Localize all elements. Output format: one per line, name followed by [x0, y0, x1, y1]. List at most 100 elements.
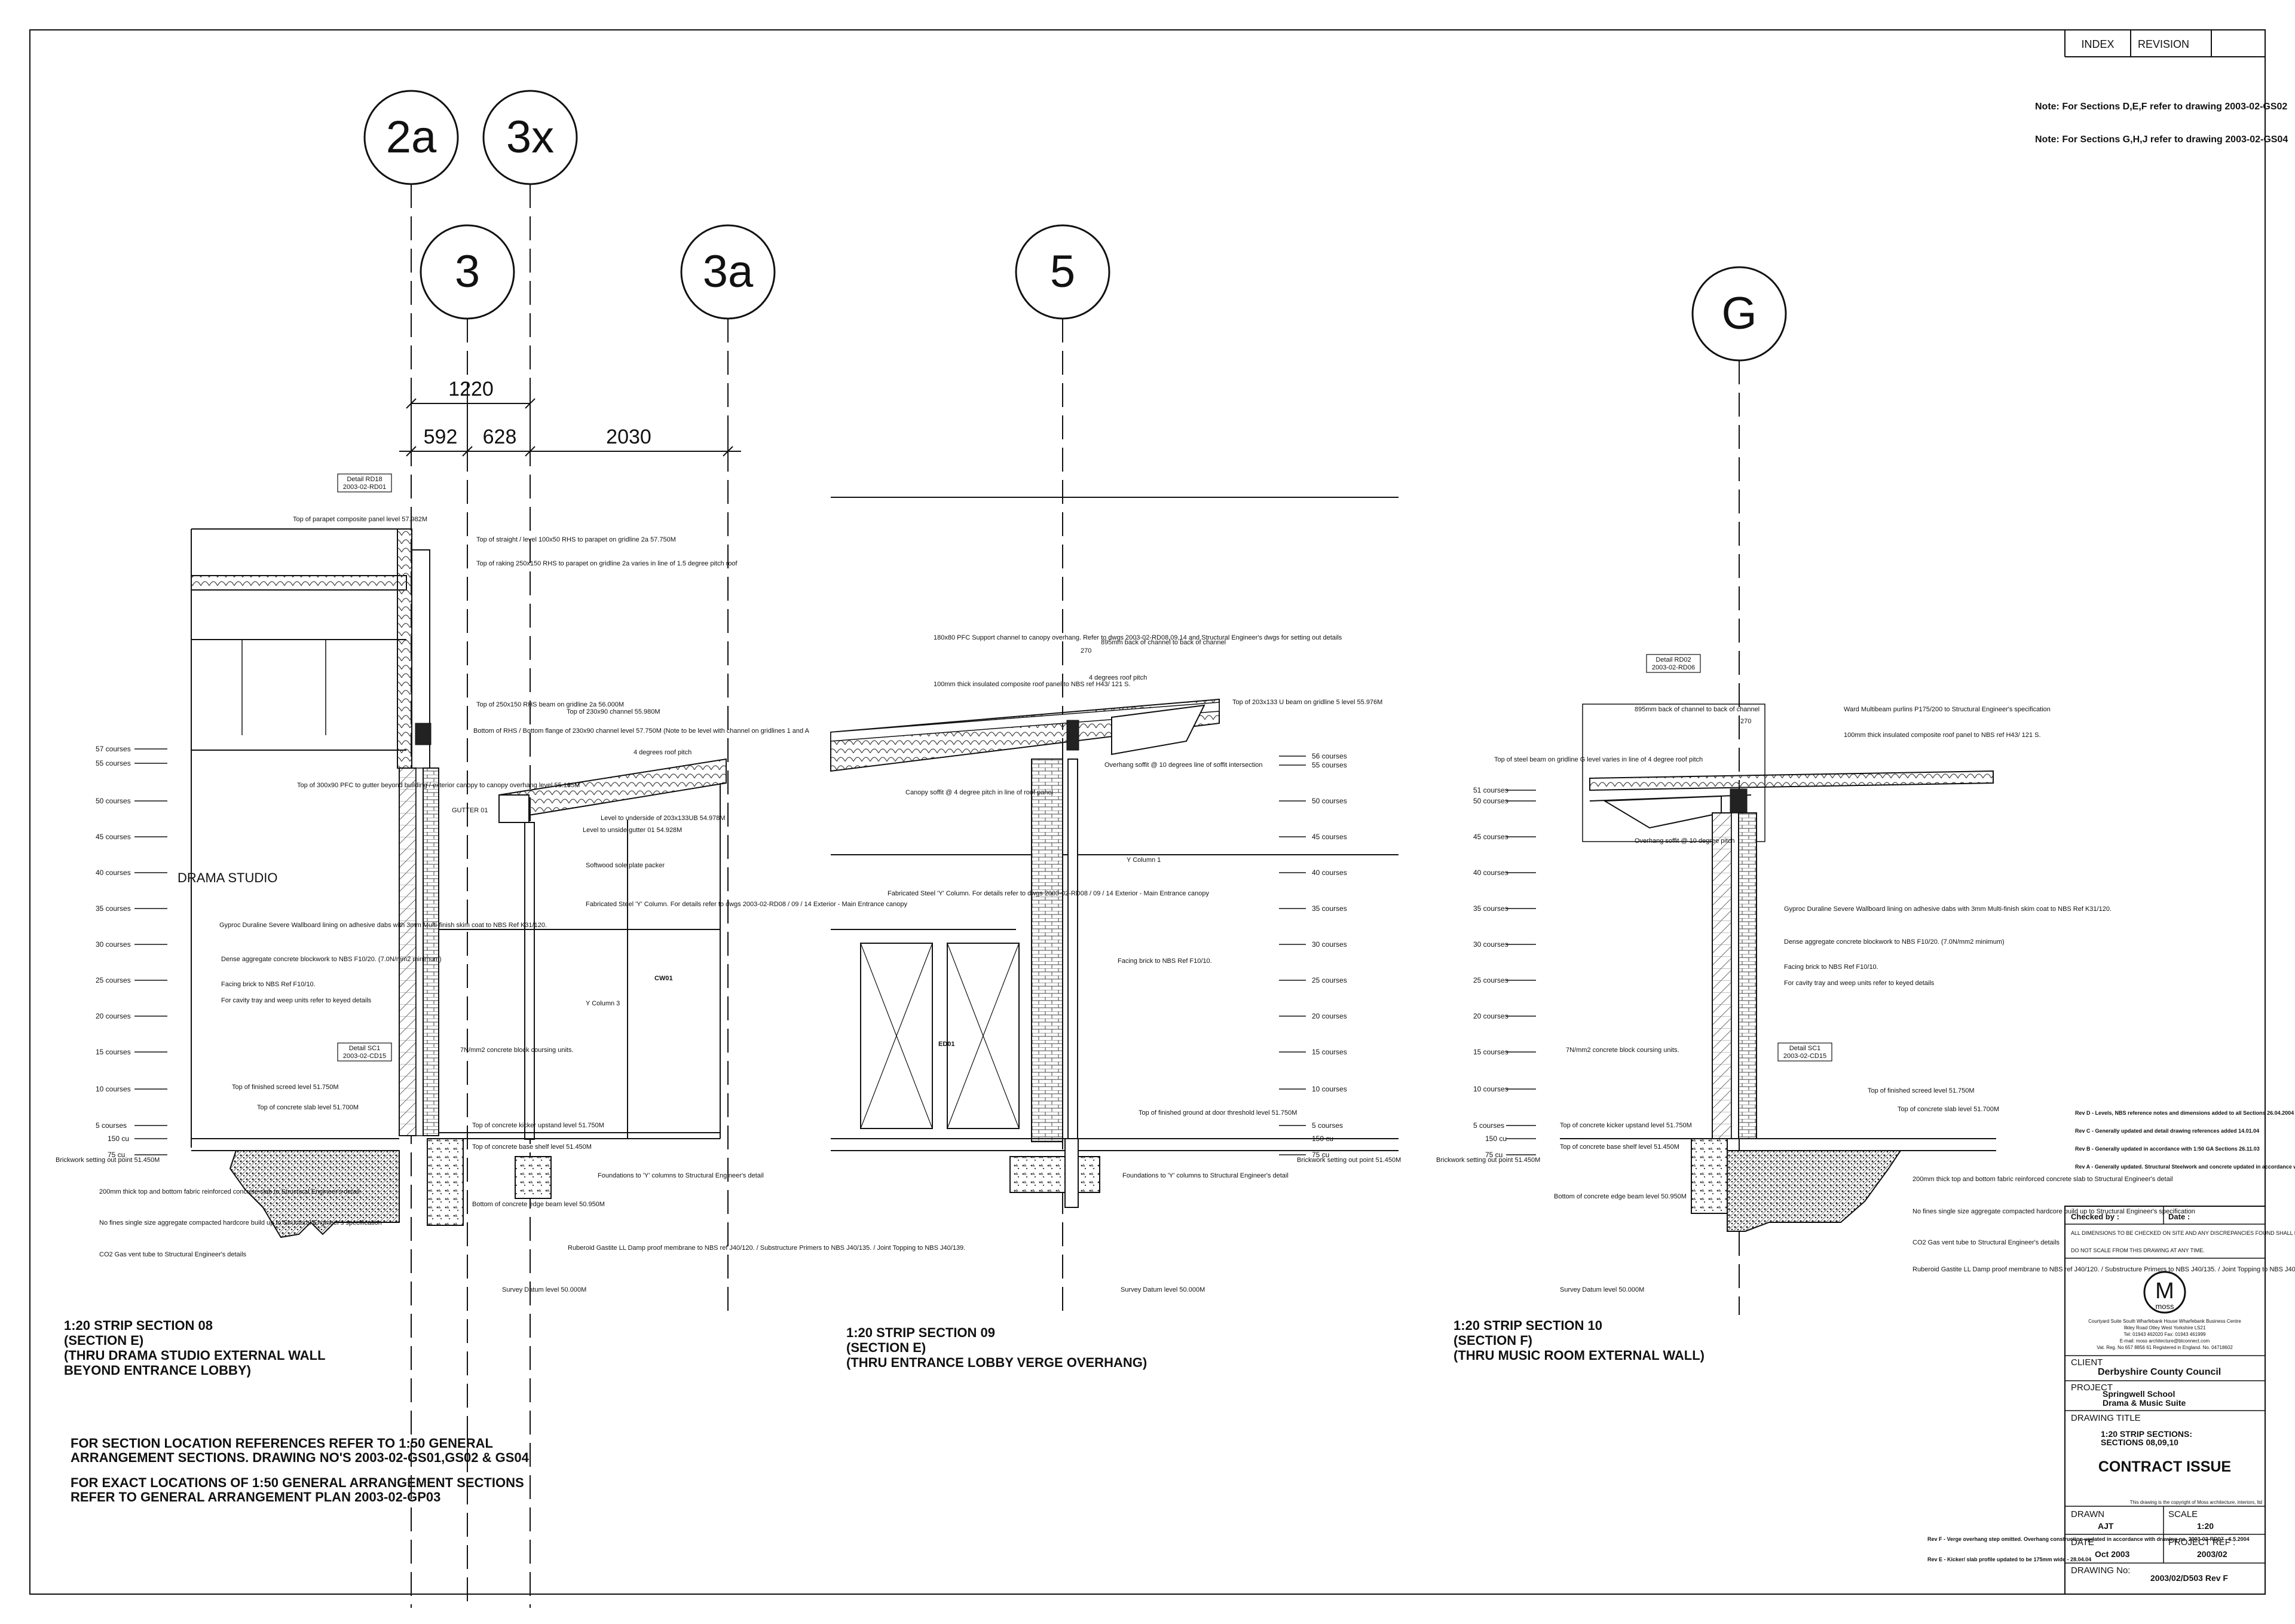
project-ref-value: 2003/02 — [2197, 1549, 2227, 1559]
annotation: Bottom of concrete edge beam level 50.95… — [1554, 1193, 1687, 1200]
section-09-title: 1:20 STRIP SECTION 09 — [846, 1325, 995, 1340]
annotation: 895mm back of channel to back of channel — [1101, 639, 1226, 646]
detail-sc1-ref: Detail SC1 — [349, 1045, 381, 1052]
annotation: No fines single size aggregate compacted… — [99, 1219, 382, 1227]
detail-rd18-ref: Detail RD18 — [347, 476, 382, 483]
general-note-line: REFER TO GENERAL ARRANGEMENT PLAN 2003-0… — [71, 1490, 440, 1504]
revision-note: Rev D - Levels, NBS reference notes and … — [2075, 1110, 2294, 1116]
course-label: 5 courses — [1473, 1121, 1504, 1130]
address-line: Vat. Reg. No 657 8856 61 Registered in E… — [2097, 1345, 2233, 1350]
section-08-subtitle: (SECTION E) — [64, 1333, 143, 1348]
annotation: Top of raking 250x150 RHS to parapet on … — [476, 560, 738, 567]
drawing-title-label: DRAWING TITLE — [2071, 1413, 2141, 1423]
note-2: Note: For Sections G,H,J refer to drawin… — [2035, 134, 2288, 145]
course-label: 20 courses — [1473, 1012, 1508, 1020]
address-line: Ilkley Road Otley West Yorkshire LS21 — [2124, 1325, 2206, 1331]
title-block: Checked by : Date : ALL DIMENSIONS TO BE… — [2064, 1206, 2295, 1595]
course-label: 10 courses — [1473, 1085, 1508, 1093]
section-09-labels: ED01 180x80 PFC Support channel to canop… — [846, 634, 1401, 1370]
detail-sc1-ref-2: 2003-02-CD15 — [343, 1053, 386, 1060]
drawing-no-label: DRAWING No: — [2071, 1565, 2130, 1576]
course-label: 25 courses — [96, 976, 131, 984]
address-line: E-mail: moss architecture@btconnect.com — [2120, 1338, 2210, 1344]
annotation: Top of 250x150 RHS beam on gridline 2a 5… — [476, 701, 624, 708]
course-label: 35 courses — [1312, 904, 1347, 913]
date-label-2: DATE — [2071, 1537, 2094, 1547]
course-label: 45 courses — [1473, 833, 1508, 841]
annotation: Top of concrete base shelf level 51.450M — [1560, 1143, 1679, 1151]
annotation: 4 degrees roof pitch — [1089, 674, 1147, 681]
address-line: Tel: 01943 462020 Fax: 01943 461999 — [2123, 1332, 2206, 1337]
annotation: Survey Datum level 50.000M — [1560, 1286, 1644, 1293]
annotation: Foundations to 'Y' columns to Structural… — [598, 1172, 764, 1179]
revision-label: REVISION — [2138, 38, 2189, 50]
annotation: Overhang soffit @ 10 degrees line of sof… — [1104, 761, 1263, 769]
course-label: 35 courses — [96, 904, 131, 913]
annotation: Overhang soffit @ 10 degree pitch — [1635, 837, 1735, 845]
disclaimer-line: DO NOT SCALE FROM THIS DRAWING AT ANY TI… — [2071, 1247, 2205, 1253]
section-08-drawing — [191, 528, 727, 1238]
revision-note: Rev F - Verge overhang step omitted. Ove… — [1927, 1536, 2250, 1542]
annotation: Facing brick to NBS Ref F10/10. — [1118, 958, 1212, 965]
annotation: Ward Multibeam purlins P175/200 to Struc… — [1844, 706, 2051, 713]
course-label: 45 courses — [1312, 833, 1347, 841]
dimension-string — [399, 383, 741, 463]
project-value-2: Drama & Music Suite — [2103, 1398, 2186, 1408]
course-label: 50 courses — [96, 797, 131, 805]
annotation: Top of finished ground at door threshold… — [1139, 1109, 1297, 1117]
section-08-desc-2: BEYOND ENTRANCE LOBBY) — [64, 1363, 251, 1378]
detail-sc1-ref-2: 2003-02-CD15 — [1783, 1053, 1826, 1060]
course-label: 10 courses — [1312, 1085, 1347, 1093]
annotation: CO2 Gas vent tube to Structural Engineer… — [1912, 1239, 2060, 1246]
annotation: Gyproc Duraline Severe Wallboard lining … — [219, 922, 547, 929]
section-10-drawing — [1560, 704, 1996, 1232]
annotation: Foundations to 'Y' columns to Structural… — [1122, 1172, 1289, 1179]
course-label: 75 cu — [1312, 1151, 1329, 1159]
annotation: Top of 230x90 channel 55.980M — [567, 708, 660, 715]
annotation: Ruberoid Gastite LL Damp proof membrane … — [1912, 1266, 2295, 1273]
grid-label-3: 3 — [455, 246, 480, 297]
revision-notes: Rev D - Levels, NBS reference notes and … — [1927, 1110, 2295, 1562]
dim-overall: 1220 — [448, 378, 494, 400]
annotation: Survey Datum level 50.000M — [1121, 1286, 1205, 1293]
section-10-desc: (THRU MUSIC ROOM EXTERNAL WALL) — [1454, 1348, 1705, 1363]
drawn-label: DRAWN — [2071, 1509, 2104, 1519]
course-label: 40 courses — [1312, 868, 1347, 877]
section-10-labels: Detail RD02 2003-02-RD06 Detail SC1 2003… — [1436, 654, 2295, 1363]
annotation: Y Column 1 — [1127, 857, 1161, 864]
scale-value: 1:20 — [2197, 1521, 2214, 1531]
course-label: 150 cu — [1485, 1134, 1507, 1143]
gutter-label: GUTTER 01 — [452, 807, 488, 814]
section-10-title: 1:20 STRIP SECTION 10 — [1454, 1318, 1602, 1333]
annotation: 7N/mm2 concrete block coursing units. — [1566, 1047, 1679, 1054]
copyright-note: This drawing is the copyright of Moss ar… — [2130, 1500, 2262, 1505]
annotation: Top of concrete slab level 51.700M — [1898, 1106, 1999, 1113]
annotation: Brickwork setting out point 51.450M — [1436, 1157, 1540, 1164]
grid-label-5: 5 — [1050, 246, 1075, 297]
general-notes: FOR SECTION LOCATION REFERENCES REFER TO… — [71, 1436, 530, 1504]
course-label: 55 courses — [1312, 761, 1347, 769]
course-label: 75 cu — [1485, 1151, 1503, 1159]
cw-label: CW01 — [654, 975, 673, 982]
room-label: DRAMA STUDIO — [178, 870, 277, 885]
annotation: No fines single size aggregate compacted… — [1912, 1208, 2195, 1215]
annotation: Top of straight / level 100x50 RHS to pa… — [476, 536, 676, 543]
revision-note: Rev A - Generally updated. Structural St… — [2075, 1164, 2295, 1170]
course-labels-right: 51 courses 50 courses 45 courses 40 cour… — [1473, 786, 1508, 1159]
course-label: 25 courses — [1473, 976, 1508, 984]
course-label: 150 cu — [108, 1134, 129, 1143]
drawing-no-value: 2003/02/D503 Rev F — [2150, 1573, 2228, 1583]
annotation: 100mm thick insulated composite roof pan… — [934, 681, 1131, 688]
logo-word: moss — [2155, 1302, 2174, 1311]
project-value: Springwell School — [2103, 1389, 2175, 1399]
index-label: INDEX — [2081, 38, 2114, 50]
grid-3 — [420, 224, 515, 1608]
annotation: Level to unside gutter 01 54.928M — [583, 827, 682, 834]
course-label: 56 courses — [1312, 752, 1347, 760]
detail-sc1-ref: Detail SC1 — [1789, 1045, 1821, 1052]
sheet-border — [29, 29, 2266, 1595]
annotation: 7N/mm2 concrete block coursing units. — [460, 1047, 574, 1054]
course-label: 15 courses — [96, 1048, 131, 1056]
annotation: Y Column 3 — [586, 1000, 620, 1007]
